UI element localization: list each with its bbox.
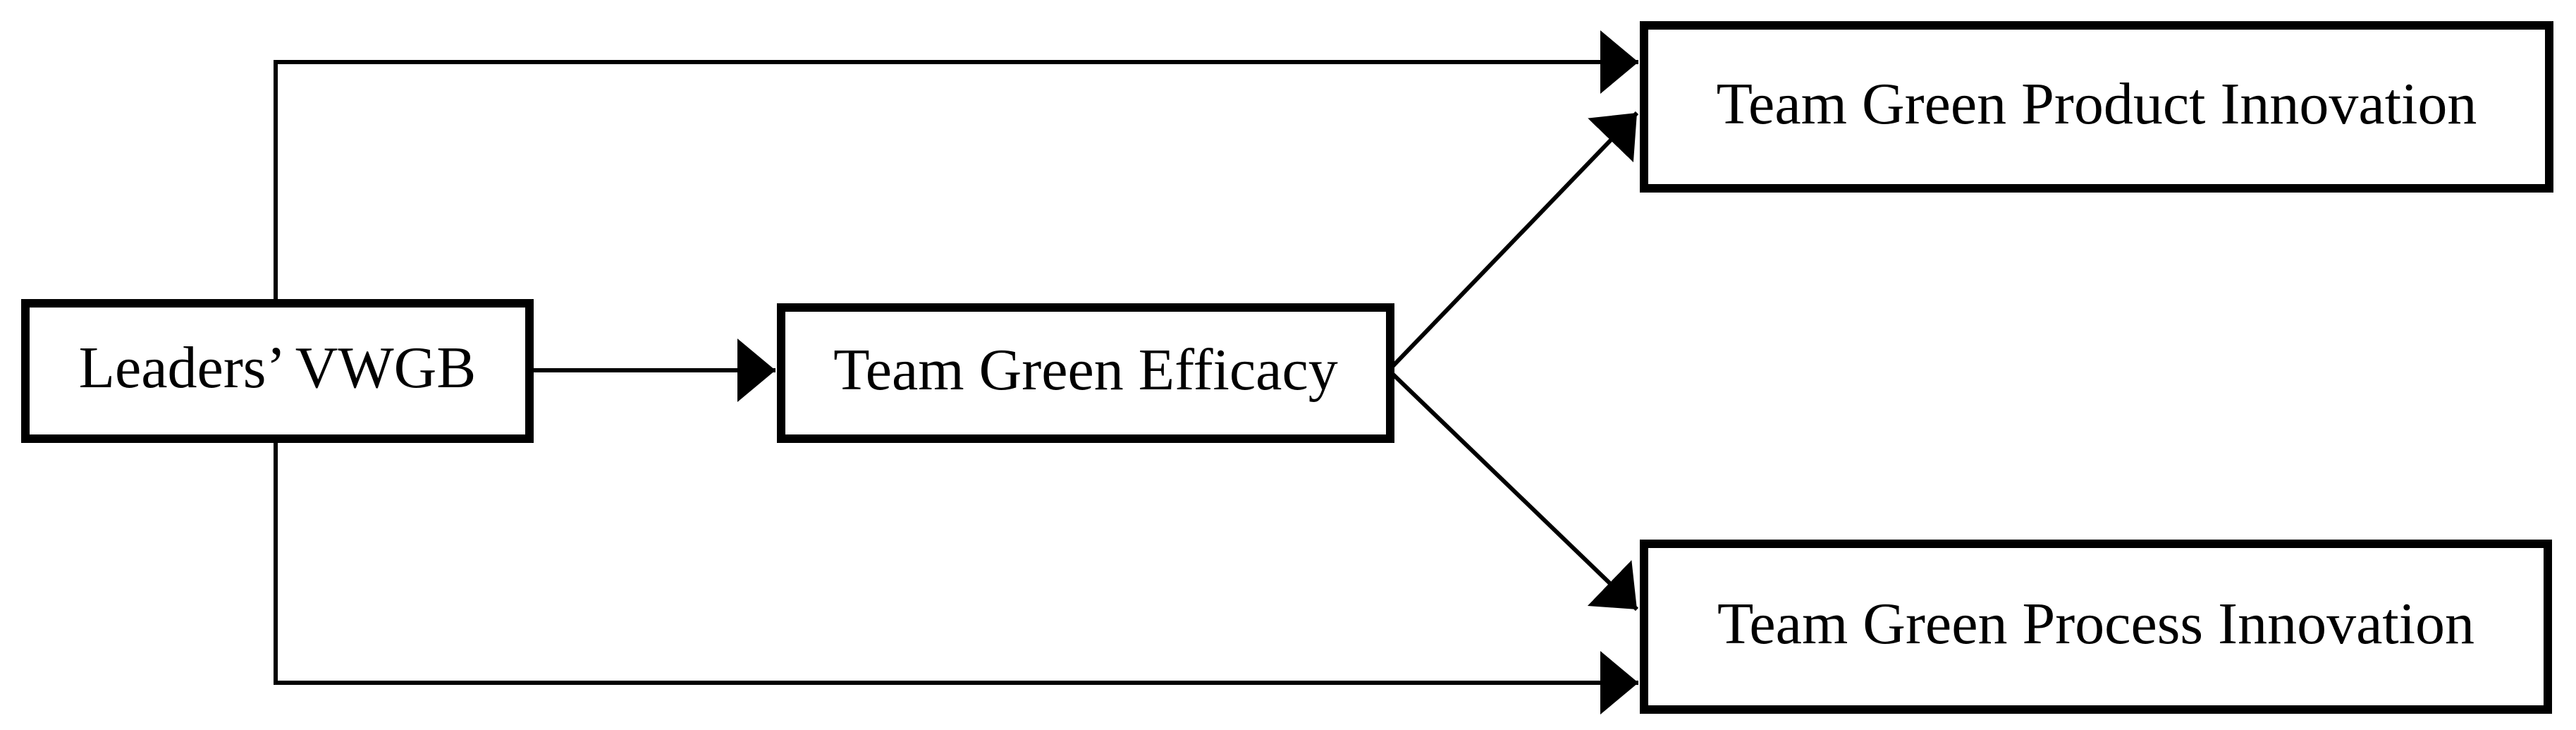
edge-efficacy-to-process-innovation bbox=[1387, 368, 1639, 612]
node-team-green-product-innovation: Team Green Product Innovation bbox=[1640, 21, 2553, 193]
node-label-team-green-efficacy: Team Green Efficacy bbox=[833, 337, 1338, 403]
node-label-team-green-product-innovation: Team Green Product Innovation bbox=[1716, 71, 2477, 137]
node-team-green-efficacy: Team Green Efficacy bbox=[777, 303, 1394, 443]
edge-vwgb-to-product-innovation bbox=[274, 30, 1638, 303]
edge-efficacy-to-product-innovation bbox=[1387, 111, 1639, 372]
node-label-leaders-vwgb: Leaders’ VWGB bbox=[78, 335, 477, 401]
edge-vwgb-to-process-innovation bbox=[274, 439, 1638, 714]
node-leaders-vwgb: Leaders’ VWGB bbox=[21, 299, 534, 443]
node-label-team-green-process-innovation: Team Green Process Innovation bbox=[1717, 590, 2475, 657]
node-team-green-process-innovation: Team Green Process Innovation bbox=[1640, 540, 2552, 714]
